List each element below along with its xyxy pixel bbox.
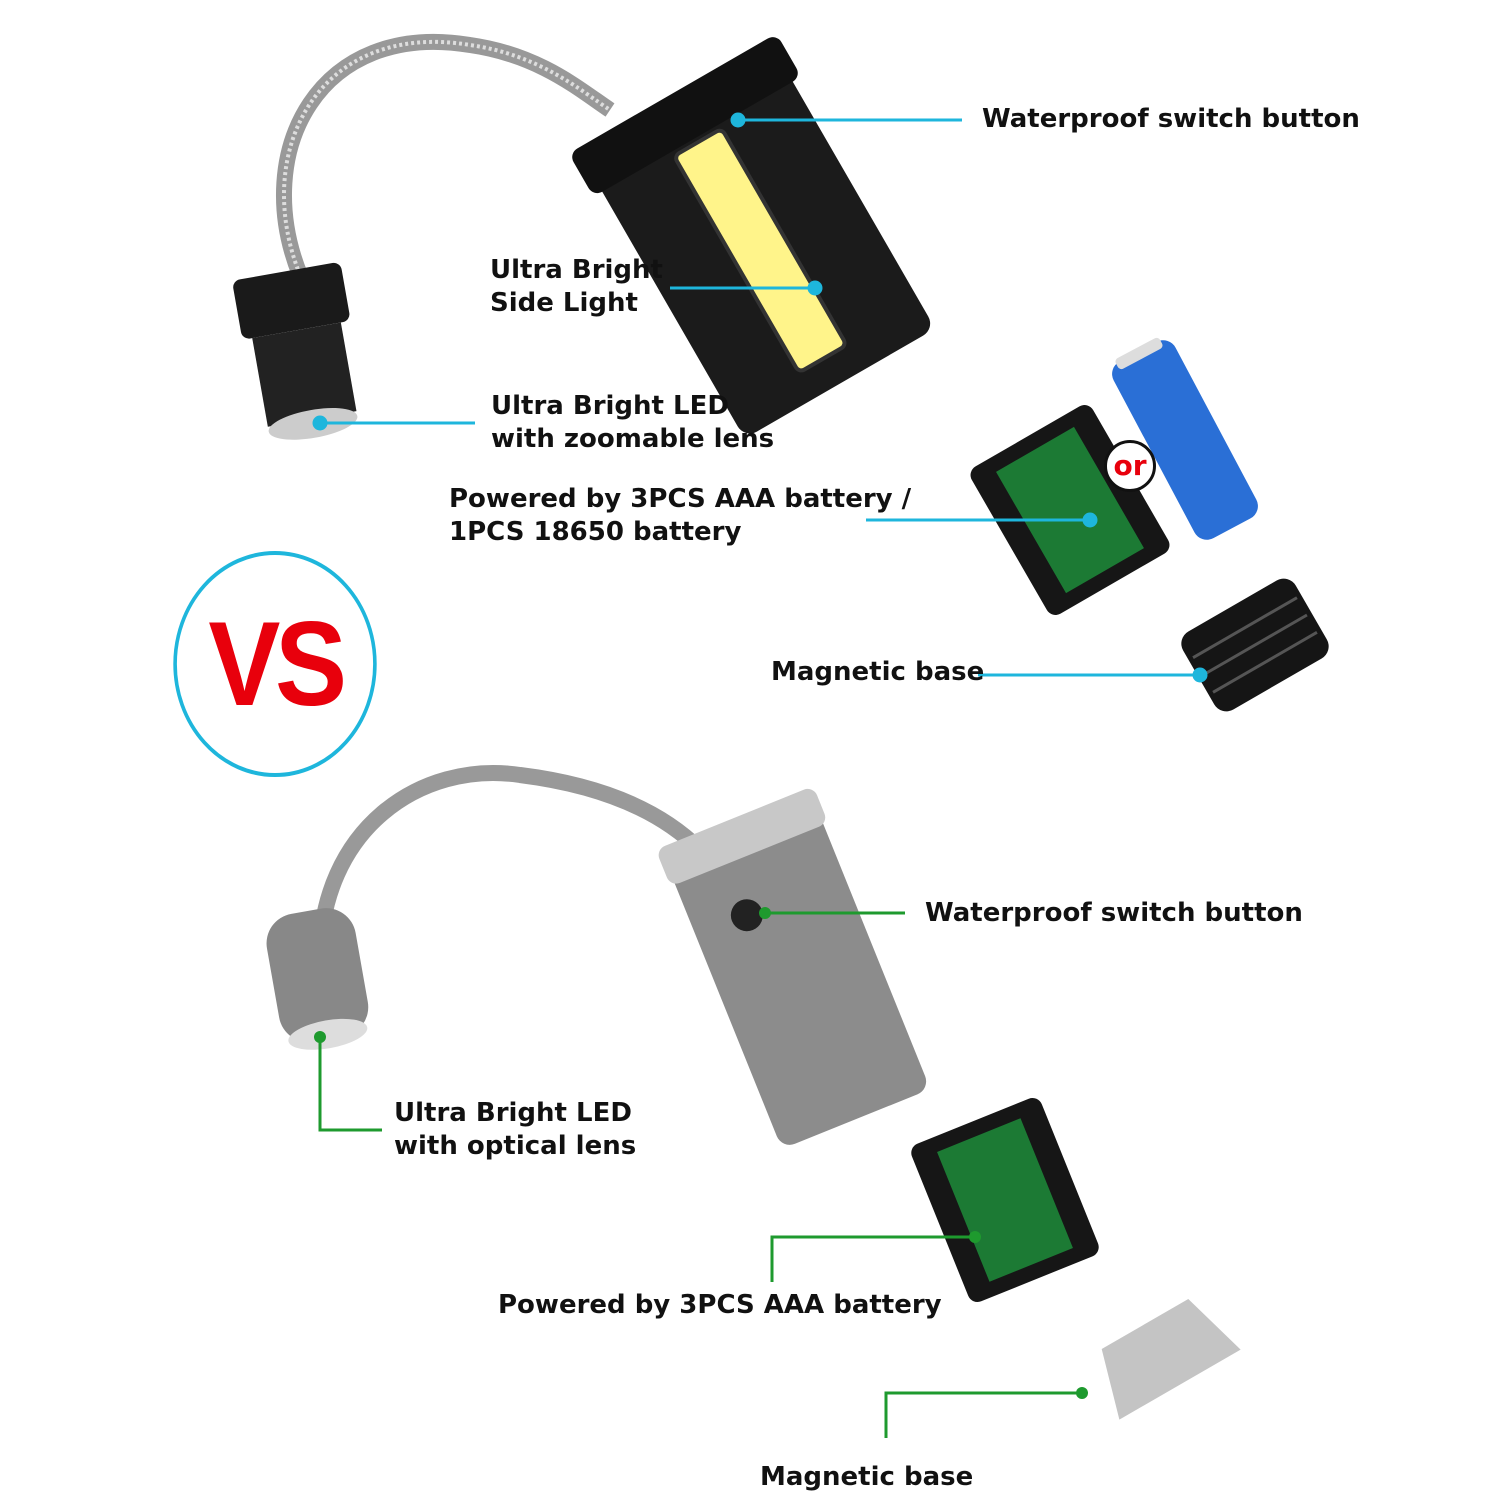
bottom-body [658, 788, 927, 1145]
top-base-label: Magnetic base [771, 657, 985, 687]
bottom-led-label-line2: with optical lens [394, 1131, 637, 1161]
bottom-leader-lines [314, 907, 1088, 1438]
bottom-battery-label: Powered by 3PCS AAA battery [498, 1290, 942, 1320]
top-switch-label: Waterproof switch button [982, 104, 1360, 134]
top-leader-lines [312, 112, 1208, 683]
bottom-flashlight [266, 765, 1241, 1420]
bottom-battery-holder [911, 1097, 1099, 1303]
gooseneck [312, 765, 706, 961]
top-flashlight [233, 33, 1329, 712]
top-side-light-label-line1: Ultra Bright [490, 255, 663, 285]
cob-side-light [674, 128, 847, 373]
bottom-led-label-line1: Ultra Bright LED [394, 1098, 632, 1128]
18650-battery [1112, 337, 1258, 540]
vs-badge: VS [173, 551, 377, 777]
top-led-label-line2: with zoomable lens [491, 424, 775, 454]
bottom-head [266, 908, 369, 1050]
top-led-label-line1: Ultra Bright LED [491, 391, 729, 421]
bottom-magnetic-base [1101, 1299, 1241, 1420]
bottom-base-label: Magnetic base [760, 1462, 974, 1492]
top-battery-label-line2: 1PCS 18650 battery [449, 517, 742, 547]
top-body [572, 37, 931, 434]
zoom-head [233, 262, 358, 440]
top-side-light-label-line2: Side Light [490, 288, 638, 318]
top-magnetic-base [1181, 578, 1329, 712]
top-battery-label-line1: Powered by 3PCS AAA battery / [449, 484, 912, 514]
bottom-switch-label: Waterproof switch button [925, 898, 1303, 928]
gooseneck [276, 33, 615, 278]
or-badge: or [1104, 440, 1156, 492]
